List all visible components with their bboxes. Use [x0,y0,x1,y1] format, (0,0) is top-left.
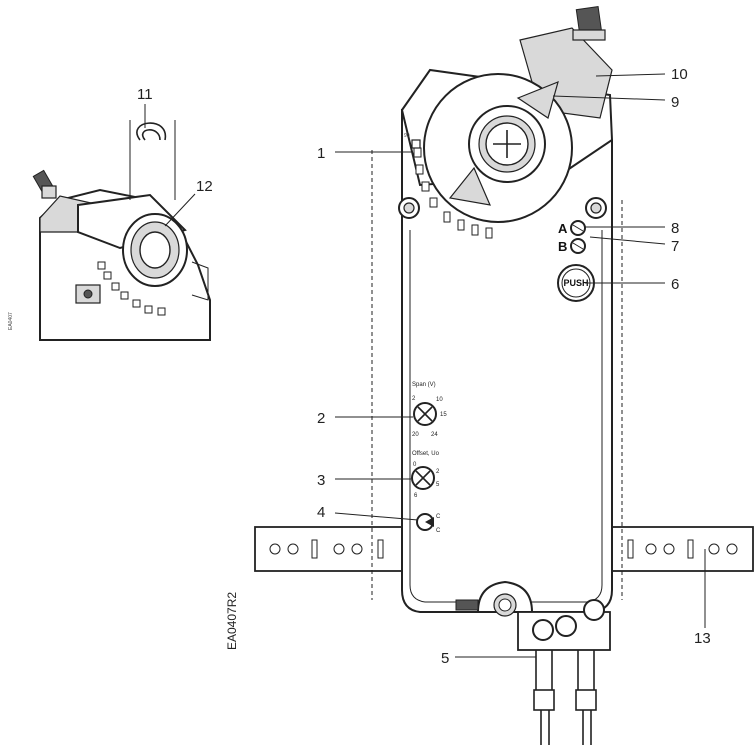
offset-mark-1: 2 [436,469,440,475]
detail-drawing-mark: EA0407 [8,312,14,330]
leader-lines [334,73,706,658]
span-mark-3: 20 [412,432,419,438]
span-dial-title: Span (V) [412,382,436,388]
switch-a-label: A [558,221,568,236]
offset-mark-2: 5 [436,482,440,488]
detail-view [32,120,211,341]
callout-1: 1 [317,145,325,162]
switch-c-top: C [436,514,441,520]
callout-10: 10 [671,66,688,83]
callout-9: 9 [671,94,679,111]
callout-numbers: 1 2 3 4 5 6 7 8 9 10 13 [317,66,711,667]
cables [533,650,597,745]
push-button-label: PUSH [563,278,588,288]
offset-mark-0: 0 [413,462,417,468]
callout-5: 5 [441,650,449,667]
callout-11: 11 [137,86,153,103]
span-mark-2: 15 [440,412,447,418]
actuator-main: 90 A B PUSH Span (V) 2 10 15 20 24 [254,6,754,745]
detail-leaders [144,104,196,227]
offset-dial-title: Offset, Uo [412,451,440,457]
switch-b-label: B [558,239,567,254]
callout-2: 2 [317,410,325,427]
direction-switch[interactable]: C C [416,513,441,534]
span-mark-0: 2 [412,396,416,402]
callout-4: 4 [317,504,325,521]
span-mark-4: 24 [431,432,438,438]
span-dial[interactable]: Span (V) 2 10 15 20 24 [412,382,447,438]
callout-3: 3 [317,472,325,489]
callout-7: 7 [671,238,679,255]
drawing-id: EA0407R2 [225,592,239,650]
angle-mark-90: 90 [404,133,410,139]
callout-8: 8 [671,220,679,237]
offset-mark-3: 6 [414,493,418,499]
span-mark-1: 10 [436,397,443,403]
callout-13: 13 [694,630,711,647]
offset-dial[interactable]: Offset, Uo 0 2 5 6 [411,451,440,499]
switch-c-bottom: C [436,528,441,534]
callout-12: 12 [196,178,213,195]
callout-6: 6 [671,276,679,293]
